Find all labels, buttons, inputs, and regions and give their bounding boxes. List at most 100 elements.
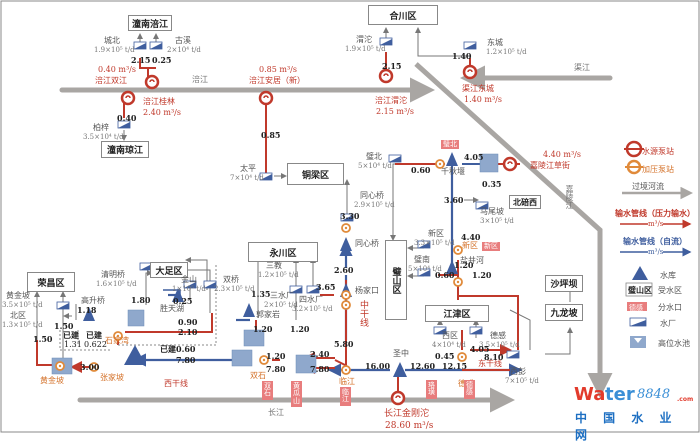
flow-built-label-1: 已建 (63, 330, 79, 340)
src-shuangjiang-name: 涪江双江 (95, 76, 127, 85)
source-pump-icon (390, 390, 406, 406)
flow-16-00: 16.00 (365, 361, 391, 371)
boost-pump-icon (341, 300, 351, 310)
water-plant-icon (117, 120, 131, 129)
boost-pump-icon (341, 290, 351, 300)
source-pump-icon (258, 90, 274, 106)
district-jiangjin: 江津区 (425, 305, 489, 322)
outlet-linjiang: 临江 (340, 387, 351, 406)
src-weituo-name: 涪江渭沱 (375, 96, 407, 105)
plant-guxi-name: 古溪 (175, 36, 191, 45)
plant-dongcheng-name: 东城 (487, 38, 503, 47)
legend-source-pump-icon (624, 140, 644, 158)
boost-label-xinqu: 新区 (462, 241, 478, 250)
district-tongnan-qiongjiang: 潼南琼江 (101, 141, 149, 158)
river-label-jialingjiang: 嘉陵江 (565, 185, 574, 209)
plant-huangjinpo-cap: 3.5×10⁵ t/d (2, 301, 43, 309)
flow-0-90: 0.90 (178, 317, 198, 327)
plant-xipeng-cap: 7×10⁵ t/d (505, 377, 539, 385)
flow-1-20-east: 1.20 (472, 270, 492, 280)
source-pump-icon (378, 68, 394, 84)
boost-label-shuangshi: 双石 (250, 371, 266, 380)
plant-shuangqiao-cap: 2.3×10⁵ t/d (214, 285, 255, 293)
flow-3-60: 3.60 (444, 195, 464, 205)
line-dongganxian: 东干线 (478, 359, 502, 368)
water-plants (30, 37, 520, 359)
reservoir-yutan (124, 345, 146, 365)
boost-label-linjiang: 临江 (339, 377, 355, 386)
legend-boost-pump: 加压泵站 (642, 165, 674, 174)
district-tongliang: 铜梁区 (287, 163, 344, 185)
boost-pump-icon (341, 223, 351, 233)
plant-weituo-cap: 1.9×10⁵ t/d (345, 45, 386, 53)
river-label-qujiang: 渠江 (574, 63, 590, 72)
logo-brand-num: 8848 (637, 387, 671, 402)
src-jingangtuo-name: 长江金刚沱 (384, 409, 430, 419)
tank-xiaoyan (243, 329, 265, 347)
legend-pipe-pressure: 输水管线（压力输水） (615, 208, 695, 218)
plant-sanshuichang-cap: 2×10⁵ t/d (264, 301, 298, 309)
logo-cn: 中 国 水 业 网 (575, 411, 678, 442)
plant-bibei-cap: 5×10⁴ t/d (358, 162, 392, 170)
legend-boost-pump-icon (625, 159, 643, 175)
river-jialingjiang (414, 62, 613, 398)
water-plant-icon (306, 285, 320, 294)
legend-plant: 水厂 (660, 319, 676, 328)
water-plant-icon (433, 326, 447, 335)
water-plant-icon (203, 280, 217, 289)
legend-pipe-pressure-unit: m³/s (648, 220, 664, 228)
plant-weituo-name: 渭沱 (356, 35, 372, 44)
flow-1-80: 1.80 (131, 295, 151, 305)
source-pump-icon (120, 90, 136, 106)
legend-source-pump: 水源泵站 (642, 147, 674, 156)
boost-pump-icon (55, 361, 65, 371)
reservoir-label-yangjiakou: 杨家口 (355, 286, 379, 295)
logo-brand-a: Wa (574, 384, 606, 405)
district-jiulongpo: 九龙坡 (545, 304, 583, 321)
legend-transit-river: 过境河流 (632, 182, 664, 191)
water-plant-icon (388, 154, 402, 163)
boost-pump-icon (435, 159, 445, 169)
flow-1-20-guojiayan: 1.20 (253, 324, 273, 334)
plant-huangjinpo-name: 黄金坡 (6, 291, 30, 300)
river-label-fujiang: 涪江 (192, 75, 208, 84)
boost-pump-icon (453, 245, 463, 255)
flow-3-30: 3.30 (340, 211, 360, 221)
plant-taiping-name: 太平 (240, 164, 256, 173)
district-shapingba: 沙坪坝 (545, 275, 583, 292)
plant-maweipo-cap: 3×10⁵ t/d (480, 217, 514, 225)
water-plant-icon (183, 280, 197, 289)
node-shengzhong: 圣中 (393, 349, 409, 358)
boost-pump-icon (89, 362, 99, 372)
reservoir-label-qianqiuyan: 千秋堰 (441, 167, 465, 176)
plant-chengbei-name: 城北 (104, 36, 120, 45)
plant-beiqu-name: 北区 (10, 311, 26, 320)
plant-sanjiao-name: 三教 (266, 261, 282, 270)
plant-qingmingqiao-cap: 1.6×10⁵ t/d (96, 280, 137, 288)
plant-binan-cap: 5×10⁴ t/d (408, 265, 442, 273)
plant-xinqu-cap: 3.3×10⁵ t/d (414, 239, 455, 247)
water-plant-icon (463, 41, 477, 50)
existing-lines (59, 265, 217, 351)
plant-sishuichang-name: 四水厂 (299, 295, 323, 304)
plant-bibei-name: 璧北 (366, 152, 382, 161)
plant-sishuichang-cap: 3.2×10⁵ t/d (292, 305, 333, 313)
water-plant-icon (506, 350, 520, 359)
src-weituo-flow: 2.15 m³/s (376, 107, 414, 116)
tank-fujiang (479, 153, 499, 173)
district-hechuan: 合川区 (368, 5, 438, 25)
boost-pump-icon (259, 355, 269, 365)
district-bishan: 璧山区 (385, 240, 407, 320)
plant-baizi-cap: 3.5×10⁴ t/d (83, 133, 124, 141)
plant-tongxinqiao-name: 同心桥 (360, 191, 384, 200)
src-dongcheng-name: 渠江东城 (462, 84, 494, 93)
plant-guxi-cap: 2×10⁴ t/d (167, 46, 201, 54)
flow-8-10: 8.10 (484, 352, 504, 362)
flow-0-60-bibei: 0.60 (411, 165, 431, 175)
plant-chengbei-cap: 1.9×10⁵ t/d (94, 46, 135, 54)
flow-1-40: 1.40 (452, 51, 472, 61)
water-plant-icon (289, 285, 303, 294)
legend-receiving-sample: 璧山区 (628, 285, 652, 295)
plant-xipeng-name: 西彭 (510, 367, 526, 376)
